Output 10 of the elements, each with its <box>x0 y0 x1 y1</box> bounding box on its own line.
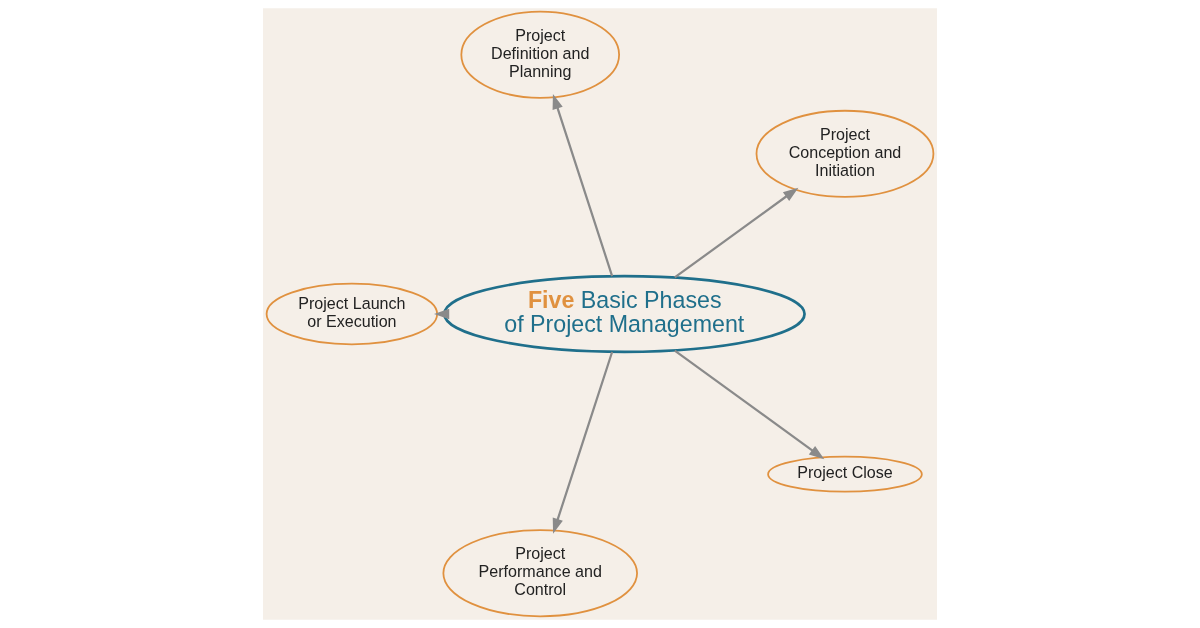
arrow <box>674 349 825 460</box>
arrow <box>434 308 450 320</box>
arrow <box>674 187 799 279</box>
node-ellipse: Project Performance and Control <box>442 529 638 618</box>
arrow <box>552 93 614 277</box>
node-ellipse: Project Conception and Initiation <box>755 109 935 198</box>
node-ellipse: Project Close <box>767 455 923 493</box>
node-ellipse: Project Definition and Planning <box>460 10 620 99</box>
node-ellipse: Project Launch or Execution <box>265 282 439 346</box>
arrow <box>552 351 614 534</box>
